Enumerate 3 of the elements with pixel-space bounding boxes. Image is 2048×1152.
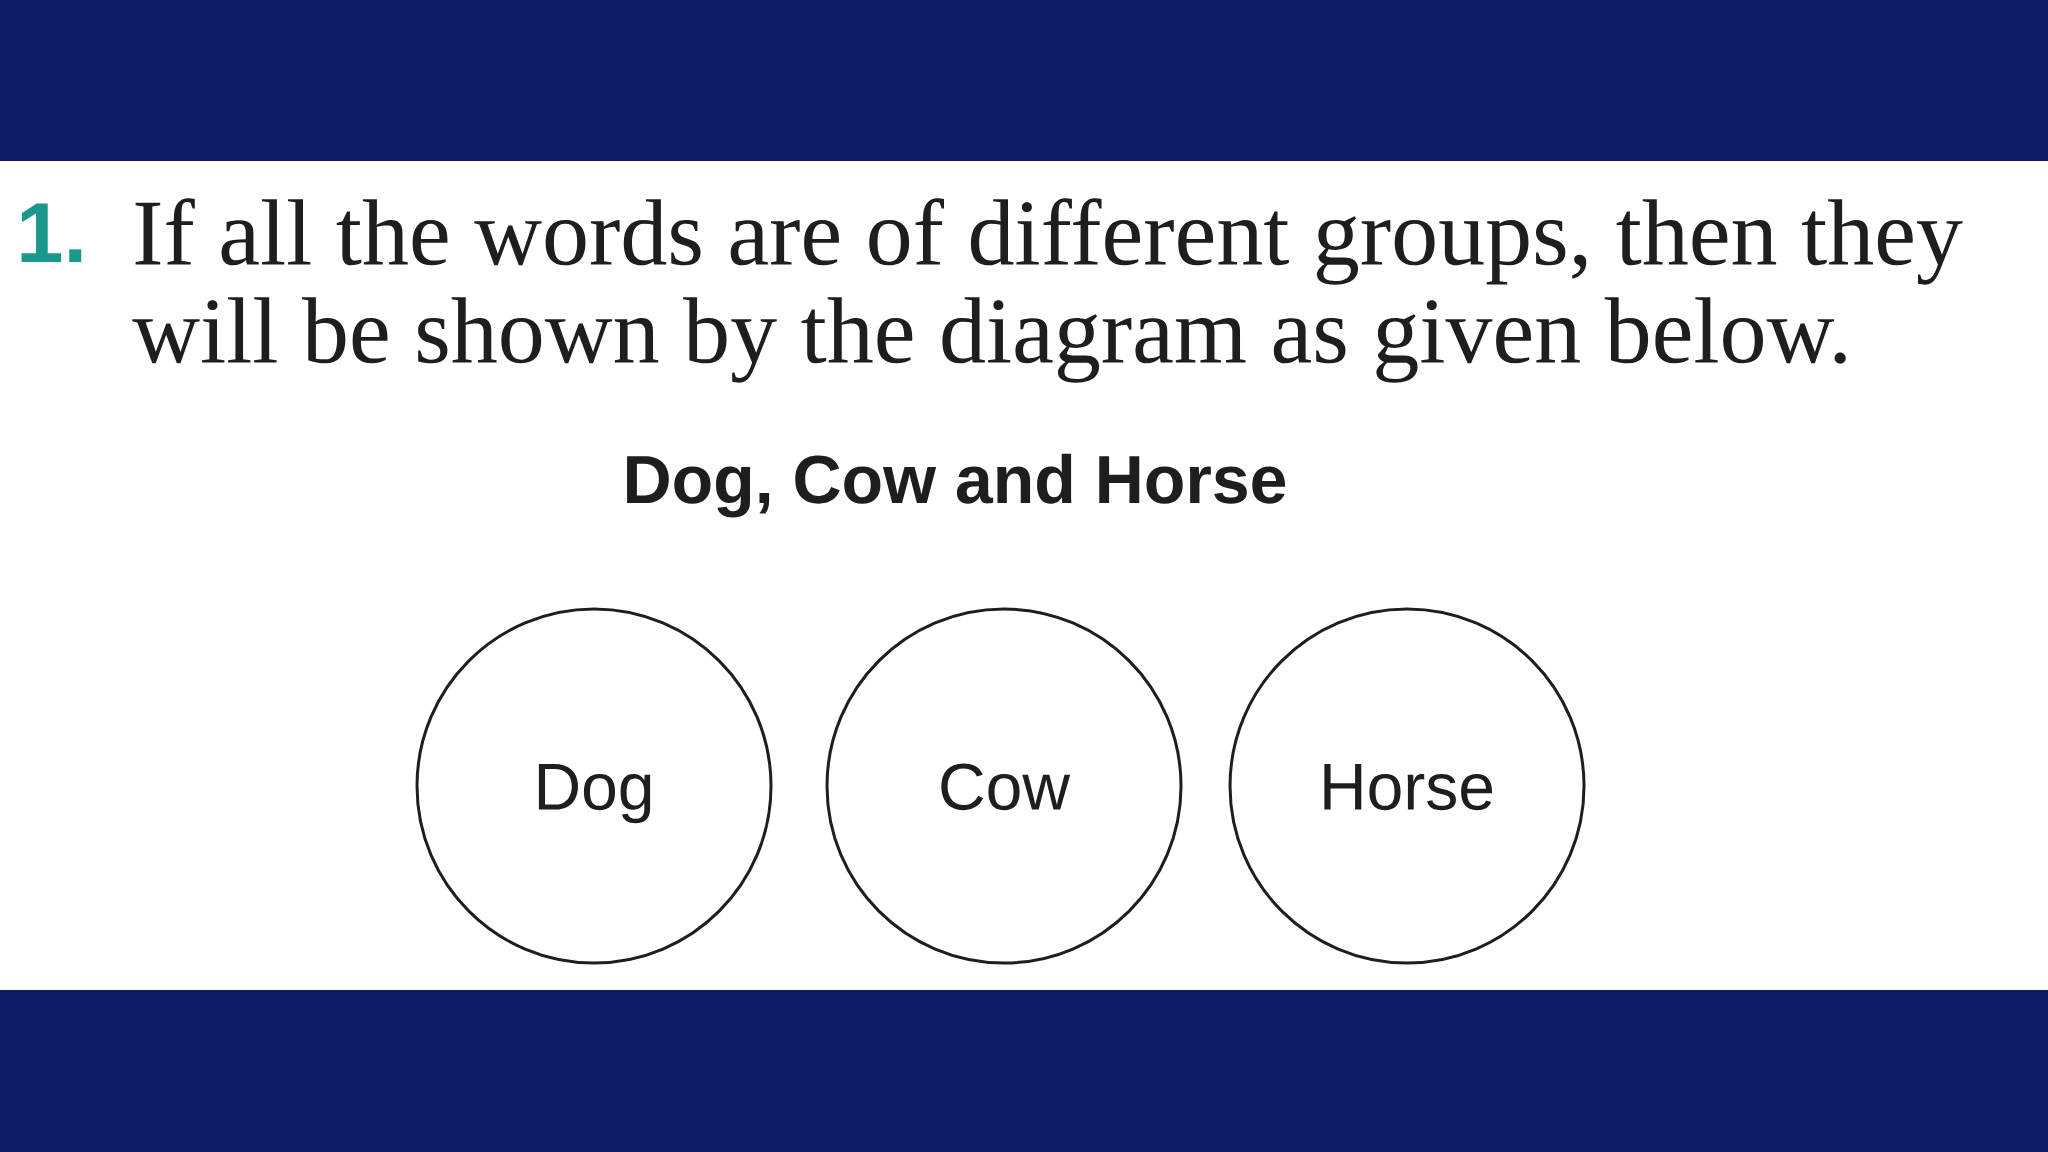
diagram-title: Dog, Cow and Horse — [627, 453, 1286, 518]
question-number: 1. — [21, 203, 82, 262]
question-text: If all the words are of different groups, then they will be shown by the diagram as given below. — [132, 198, 1963, 383]
